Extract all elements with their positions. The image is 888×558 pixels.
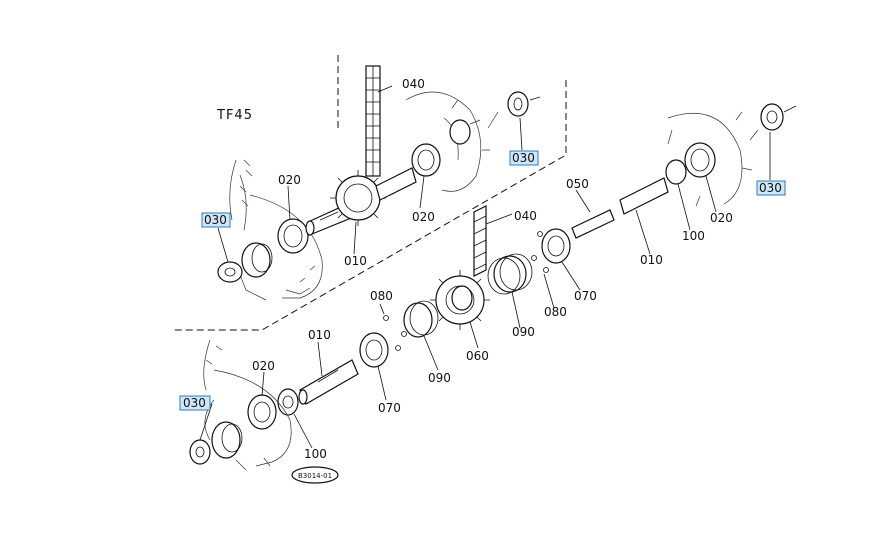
washer-100-bottom	[277, 388, 299, 416]
chain-040-mid	[473, 205, 487, 277]
callout-100-bottom: 100	[304, 447, 327, 461]
callout-040-top: 040	[402, 77, 425, 91]
callout-090-mid: 090	[428, 371, 451, 385]
clutch-070-bottom	[359, 332, 389, 368]
diagram-code-stamp	[291, 466, 339, 484]
callout-090-right: 090	[512, 325, 535, 339]
spring-090-mid	[403, 302, 433, 338]
washer-030-bottom	[189, 439, 211, 465]
clutch-070-right	[541, 228, 571, 264]
callout-030-left[interactable]: 030	[204, 213, 227, 227]
washer-030-top-mid	[507, 91, 529, 117]
callout-030-top-right-box[interactable]	[756, 180, 786, 196]
chain-040-upper	[365, 65, 381, 177]
right-assembly	[487, 103, 797, 295]
bearing-020-right	[684, 142, 716, 178]
callout-010-top-left: 010	[344, 254, 367, 268]
callout-020-left: 020	[278, 173, 301, 187]
upper-left-assembly	[217, 65, 541, 301]
leader-lines	[199, 85, 771, 449]
shaft-010-bottom	[299, 359, 359, 405]
callout-080-mid: 080	[370, 289, 393, 303]
spring-090-right	[493, 255, 527, 293]
section-divider	[172, 55, 567, 331]
callout-010-bottom: 010	[308, 328, 331, 342]
callout-080-right: 080	[544, 305, 567, 319]
bearing-020-left	[277, 218, 309, 254]
callout-020-bottom: 020	[252, 359, 275, 373]
shaft-010-right	[619, 177, 669, 215]
callout-030-bottom-box[interactable]	[179, 395, 211, 411]
washer-030-top-right	[760, 103, 784, 131]
callout-050: 050	[566, 177, 589, 191]
callout-070-bottom: 070	[378, 401, 401, 415]
callout-030-top-mid-box[interactable]	[509, 150, 539, 166]
washer-100-right	[665, 159, 687, 185]
diagram-code: B3014-01	[298, 472, 332, 480]
lower-assembly	[189, 205, 490, 471]
callout-030-bottom[interactable]: 030	[183, 396, 206, 410]
callout-030-top-mid[interactable]: 030	[512, 151, 535, 165]
bearing-020-bottom	[247, 394, 277, 430]
model-title: TF45	[216, 108, 253, 123]
callout-040-mid: 040	[514, 209, 537, 223]
oil-seal-bottom	[211, 421, 241, 459]
pin-050	[571, 209, 615, 239]
bearing-020-mid	[411, 143, 441, 177]
callout-100-right: 100	[682, 229, 705, 243]
oil-seal-left	[241, 242, 271, 278]
callout-060: 060	[466, 349, 489, 363]
callout-020-right: 020	[710, 211, 733, 225]
callout-010-right: 010	[640, 253, 663, 267]
hub-upper	[375, 167, 417, 201]
sprocket-upper	[335, 175, 381, 221]
callout-030-left-box[interactable]	[201, 212, 231, 228]
callout-020-mid: 020	[412, 210, 435, 224]
washer-030-left	[217, 261, 243, 283]
callout-030-top-right[interactable]: 030	[759, 181, 782, 195]
callout-070-right: 070	[574, 289, 597, 303]
